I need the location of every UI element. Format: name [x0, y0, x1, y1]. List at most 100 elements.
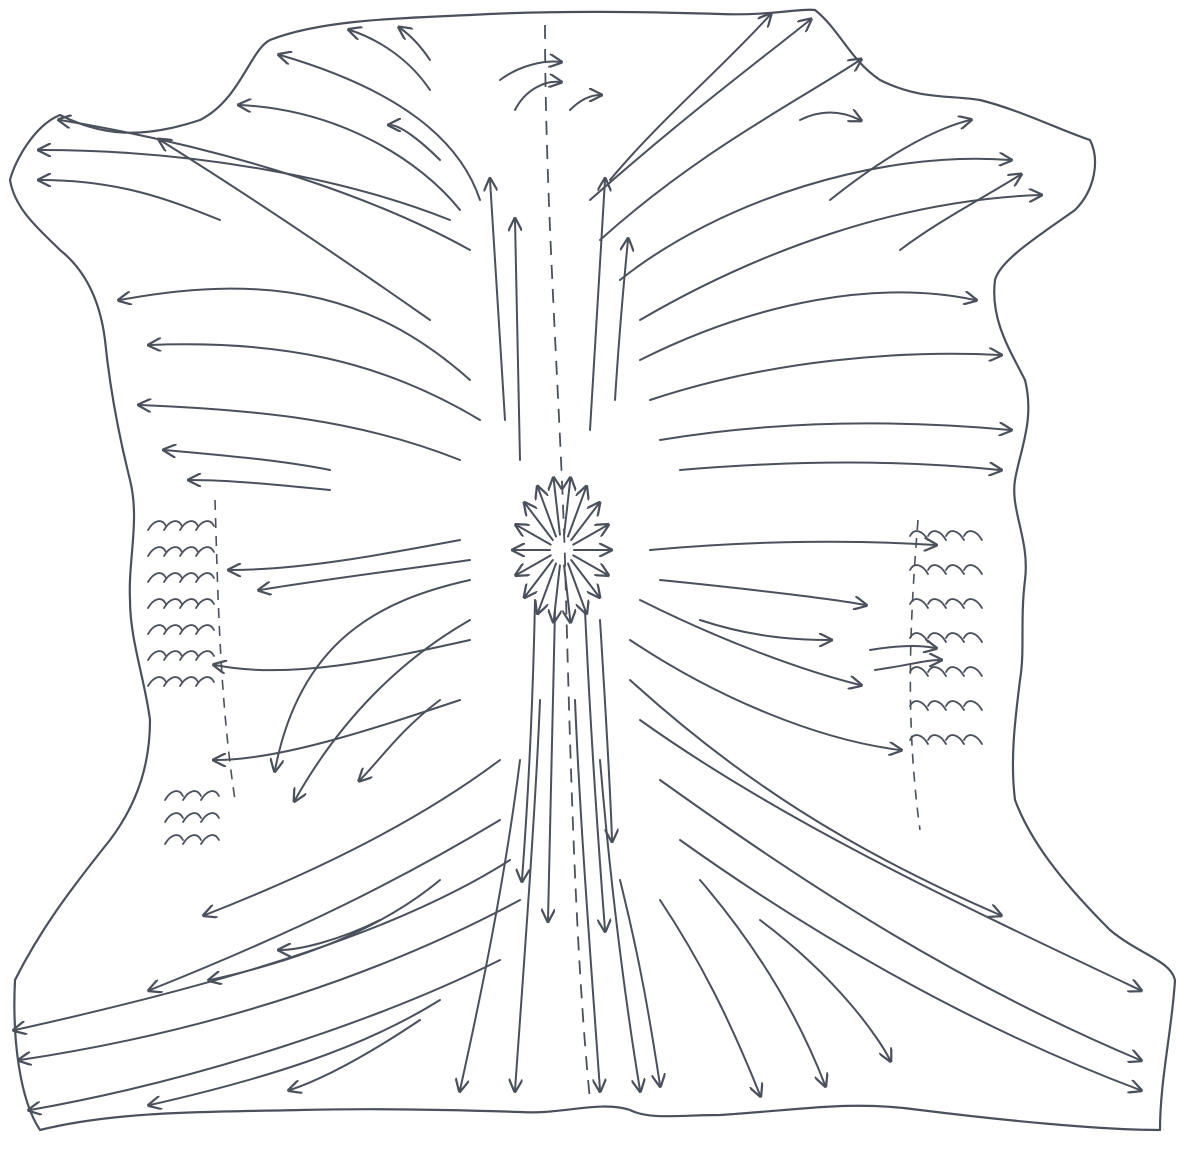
flow-arrow-upper-left	[60, 120, 470, 250]
flow-arrow-upper-left	[190, 480, 330, 490]
flank-whorl-curl	[148, 521, 166, 530]
flow-arrow-lower-left	[15, 860, 510, 1030]
flow-arrow-center-whorl	[568, 564, 586, 613]
flow-arrow-lower-left	[150, 820, 500, 990]
flow-arrow-lower-left	[290, 1020, 420, 1090]
flank-whorl-curl	[964, 531, 982, 540]
flow-arrow-upper-left	[400, 28, 430, 60]
flow-arrow-lower-left	[280, 920, 380, 950]
flank-whorl-curl	[164, 573, 182, 582]
flank-whorl-curl	[196, 573, 214, 582]
flank-whorl-curl	[946, 735, 964, 744]
flow-arrow-upper-left	[240, 105, 460, 210]
flow-arrow-center-whorl	[573, 555, 607, 574]
flank-whorl-curl	[946, 633, 964, 642]
flank-whorl-curl	[928, 701, 946, 710]
flow-arrow-dorsal	[500, 62, 560, 80]
flow-arrow-center-whorl	[517, 555, 551, 574]
flank-whorl-curl	[183, 791, 201, 800]
flow-arrow-center-whorl	[568, 488, 586, 537]
flank-whorl-curl	[180, 599, 198, 608]
left-flank-whorl-line	[215, 500, 235, 800]
flow-arrow-dorsal	[600, 760, 640, 1090]
flow-arrow-lower-left	[20, 900, 520, 1060]
flow-arrow-center-whorl	[554, 479, 560, 535]
flow-arrow-lower-left	[275, 580, 470, 770]
flank-whorl-curl	[928, 667, 946, 676]
flank-whorl-curl	[148, 651, 166, 660]
flank-whorl-curl	[180, 547, 198, 556]
flow-arrow-dorsal	[515, 82, 560, 110]
flow-arrow-lower-left	[295, 620, 470, 800]
flank-whorl-curl	[165, 791, 183, 800]
flank-whorl-curl	[928, 565, 946, 574]
flank-whorl-curl	[964, 599, 982, 608]
flank-whorl-curl	[196, 547, 214, 556]
flow-arrow-upper-left	[350, 30, 430, 90]
flow-arrow-lower-left	[210, 880, 440, 980]
flow-arrow-dorsal	[515, 700, 540, 1090]
flow-arrow-center-whorl	[573, 525, 607, 544]
flank-whorl-curl	[910, 531, 928, 540]
flow-arrow-lower-right	[640, 720, 1140, 990]
flank-whorl-curl	[910, 599, 928, 608]
flow-arrow-lower-right	[630, 640, 900, 750]
flank-whorl-curl	[196, 599, 214, 608]
flank-whorl-curl	[946, 565, 964, 574]
flow-arrow-center-whorl	[525, 504, 553, 540]
flow-arrow-dorsal	[490, 180, 505, 420]
flow-arrow-lower-right	[620, 880, 660, 1085]
flank-whorl-curl	[928, 633, 946, 642]
flow-arrow-dorsal	[548, 610, 555, 920]
flank-whorl-curl	[964, 701, 982, 710]
flow-arrow-upper-right	[610, 15, 770, 180]
flank-whorl-curl	[964, 565, 982, 574]
flank-whorl-curl	[196, 677, 214, 686]
flow-arrow-lower-left	[260, 560, 470, 590]
flow-arrow-upper-right	[640, 195, 1040, 320]
flow-arrow-dorsal	[600, 620, 612, 840]
flow-arrow-lower-right	[660, 580, 865, 605]
flank-whorl-curl	[164, 599, 182, 608]
flank-whorl-curl	[148, 677, 166, 686]
flow-arrow-lower-right	[870, 646, 935, 650]
flow-arrow-dorsal	[615, 240, 628, 400]
flank-whorl-curl	[148, 547, 166, 556]
flow-arrow-dorsal	[570, 95, 600, 110]
flank-whorl-curl	[180, 573, 198, 582]
flank-whorl-curl	[910, 701, 928, 710]
flow-arrow-lower-left	[30, 960, 500, 1110]
flow-arrow-lower-right	[660, 900, 760, 1095]
flow-arrow-upper-left	[40, 180, 220, 220]
flank-whorl-curl	[196, 625, 214, 634]
flank-whorl-curl	[928, 531, 946, 540]
flank-whorl-curl	[165, 813, 183, 822]
flow-arrow-center-whorl	[538, 564, 556, 613]
flow-arrow-dorsal	[575, 700, 600, 1090]
flank-whorl-curl	[946, 701, 964, 710]
flow-arrow-upper-left	[165, 450, 330, 470]
flank-whorl-curl	[910, 633, 928, 642]
flank-whorl-curl	[183, 813, 201, 822]
flow-arrow-dorsal	[515, 220, 520, 460]
flank-whorl-curl	[180, 625, 198, 634]
flank-whorl-curl	[148, 599, 166, 608]
flank-whorl-curl	[928, 599, 946, 608]
flow-arrow-center-whorl	[571, 560, 599, 596]
flow-arrow-lower-right	[640, 600, 860, 685]
flank-whorl-curl	[964, 633, 982, 642]
flank-whorl-curl	[196, 521, 214, 530]
hair-flow-arrows	[15, 15, 1140, 1110]
flank-whorl-curl	[183, 835, 201, 844]
flow-arrow-center-whorl	[564, 479, 570, 535]
flank-whorl-curl	[910, 735, 928, 744]
flow-arrow-lower-right	[650, 542, 935, 550]
flank-whorl-curl	[164, 547, 182, 556]
flank-whorl-curl	[164, 521, 182, 530]
flank-whorl-curl	[180, 521, 198, 530]
flow-arrow-center-whorl	[525, 560, 553, 596]
flow-arrow-upper-right	[590, 20, 810, 200]
flow-arrow-upper-left	[120, 289, 470, 380]
